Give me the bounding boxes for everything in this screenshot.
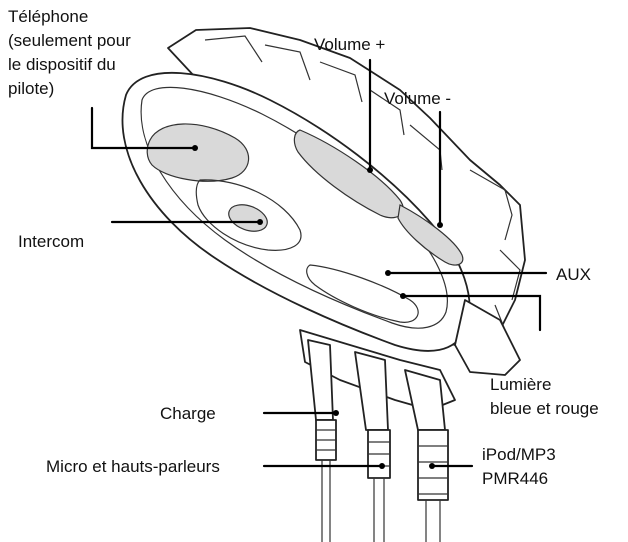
label-micro: Micro et hauts-parleurs	[46, 457, 220, 476]
label-telephone-1: Téléphone	[8, 7, 88, 26]
label-telephone-4: pilote)	[8, 79, 54, 98]
label-volume-plus: Volume +	[314, 35, 385, 54]
label-telephone-3: le dispositif du	[8, 55, 116, 74]
label-light-1: Lumière	[490, 375, 551, 394]
device-illustration	[121, 27, 526, 542]
leader-lines	[90, 58, 548, 469]
label-ipod-1: iPod/MP3	[482, 445, 556, 464]
cable-micro	[354, 351, 391, 542]
label-light-2: bleue et rouge	[490, 399, 599, 418]
cable-charge	[307, 339, 337, 542]
cable-ipod	[404, 369, 449, 542]
leader-light	[401, 294, 542, 332]
leader-telephone	[90, 106, 197, 150]
label-charge: Charge	[160, 404, 216, 423]
label-telephone-2: (seulement pour	[8, 31, 131, 50]
label-intercom: Intercom	[18, 232, 84, 251]
labels: Téléphone (seulement pour le dispositif …	[8, 7, 599, 488]
label-ipod-2: PMR446	[482, 469, 548, 488]
label-volume-minus: Volume -	[384, 89, 451, 108]
label-aux: AUX	[556, 265, 591, 284]
